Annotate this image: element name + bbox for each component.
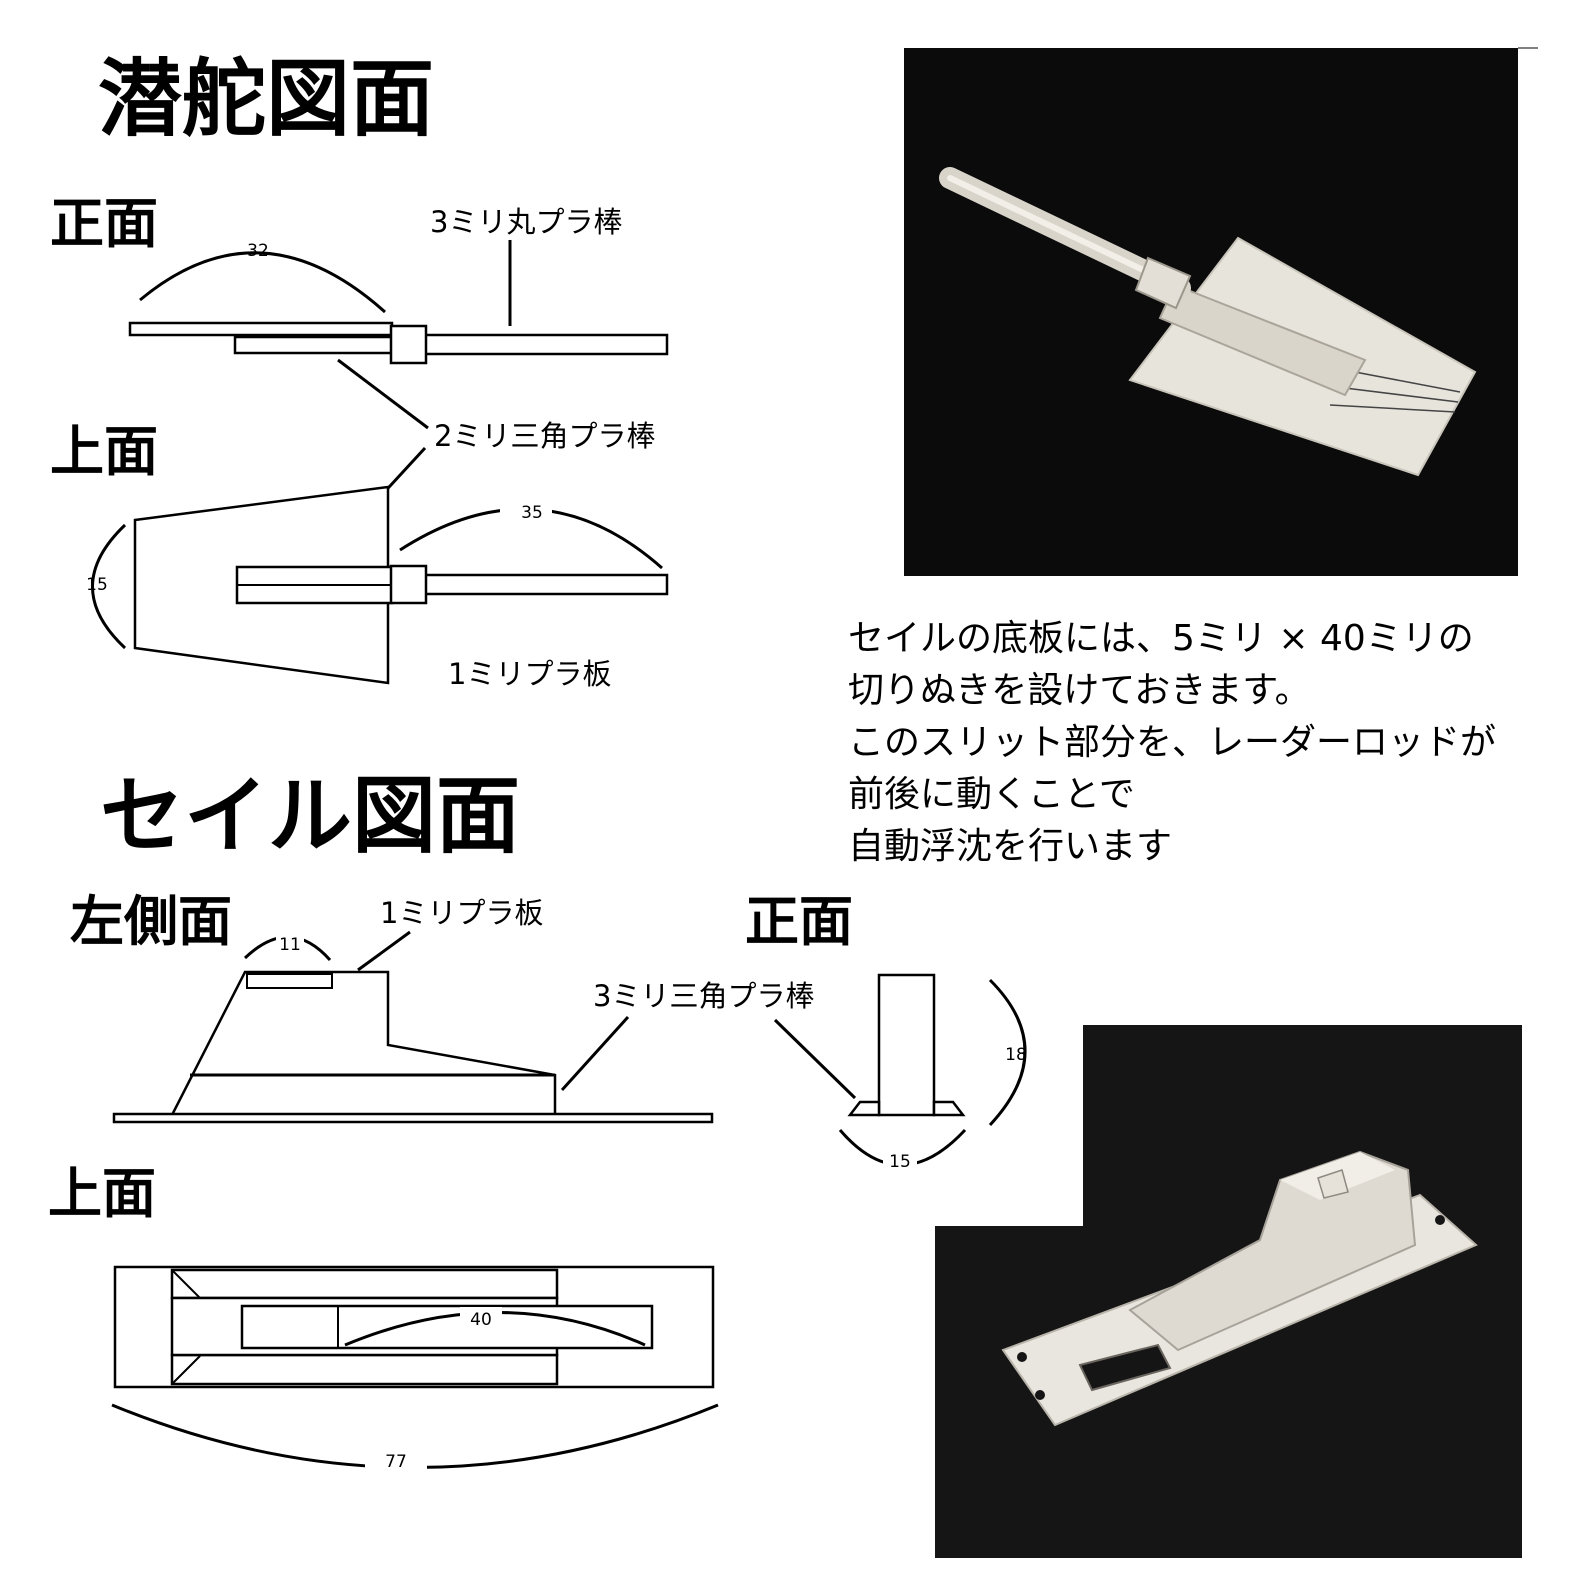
hydroplane-top-view: 15 35 1ミリプラ板 [86,485,669,691]
sail-slot-cutout [240,1304,654,1350]
photo-scribe-line [1344,387,1459,403]
sail-front-body [877,973,936,1117]
dimension-arc [988,978,1027,1127]
dimension-gap [883,1150,917,1172]
rod-edge [171,1355,201,1385]
hydroplane-title: 潜舵図面 [98,50,434,148]
sail-top-upper-rod [170,1268,559,1300]
label-plate: 1ミリプラ板 [448,657,611,691]
dimension-arc [139,251,387,314]
sail-top-lower-rod [170,1353,559,1386]
sail-front-view: 18 15 [773,973,1027,1172]
sail-title: セイル図面 [100,767,520,865]
sail-front-heading: 正面 [745,890,853,953]
sail-left-side-view: 11 1ミリプラ板 3ミリ三角プラ棒 [112,896,814,1124]
dimension-gap [500,500,552,524]
triangle-rod-front [233,335,394,355]
label-triangle-rod: 2ミリ三角プラ棒 [434,419,655,453]
fin-plate-front [128,321,394,337]
description-line: セイルの底板には、5ミリ × 40ミリの [848,618,1474,659]
dimension-front-width: 32 [247,241,269,261]
rod-edge [171,1269,201,1299]
round-rod-front [423,333,669,356]
label-round-rod: 3ミリ丸プラ棒 [430,205,622,239]
label-sail-plate: 1ミリプラ板 [380,896,543,930]
photo-rod-collar [1134,256,1192,310]
dimension-gap [365,1445,427,1475]
label-sail-triangle-rod: 3ミリ三角プラ棒 [593,979,814,1013]
sail-photo [935,1025,1522,1558]
sail-top-plate [246,973,333,989]
photo-scribe-line [1354,371,1461,393]
dimension-rod: 35 [521,503,543,523]
photo-mount-hole [1017,1352,1027,1362]
photo-top-plate [1317,1169,1349,1199]
description-line: 自動浮沈を行います [848,826,1172,867]
sail-base-plate [112,1112,714,1124]
hydroplane-top-heading: 上面 [50,420,158,483]
dimension-sail-height: 18 [1005,1045,1027,1065]
sail-left-side-heading: 左側面 [70,890,232,953]
leader-line [337,358,429,430]
rod-collar-top [389,564,428,605]
description-line: このスリット部分を、レーダーロッドが [848,722,1496,763]
dimension-sail-length: 77 [385,1452,407,1472]
hydroplane-front-heading: 正面 [50,192,158,255]
dimension-slot: 40 [470,1310,492,1330]
sail-side-outline [169,970,557,1117]
triangle-rod-left [847,1100,881,1117]
photo-sail-body [1128,1150,1417,1352]
dimension-top-width: 11 [279,935,301,955]
photo-slot [1078,1343,1172,1392]
sail-top-heading: 上面 [48,1162,156,1225]
description-line: 切りぬきを設けておきます。 [848,670,1311,711]
leader-line [357,930,411,972]
hydroplane-front-view: 32 3ミリ丸プラ棒 [128,205,669,365]
photo-mount-hole [1435,1215,1445,1225]
description-text: セイルの底板には、5ミリ × 40ミリの 切りぬきを設けておきます。 このスリッ… [848,618,1496,867]
sail-top-view: 40 77 [111,1265,719,1475]
leader-line [560,1015,630,1092]
photo-triangle-rod [1158,283,1367,397]
dimension-height: 15 [86,575,108,595]
round-rod-top [423,573,669,596]
dimension-gap [276,934,304,952]
dimension-sail-base: 15 [889,1152,911,1172]
photo-rod-highlight [947,175,1163,281]
hydroplane-photo [904,47,1538,576]
leader-line [773,1018,857,1100]
description-line: 前後に動くことで [848,774,1135,815]
photo-scribe-line [1329,404,1456,413]
dimension-arc [91,523,127,650]
photo-mount-hole [1035,1390,1045,1400]
triangle-rod-right [932,1100,966,1117]
rod-collar-front [389,324,428,365]
dimension-gap [460,1307,502,1331]
